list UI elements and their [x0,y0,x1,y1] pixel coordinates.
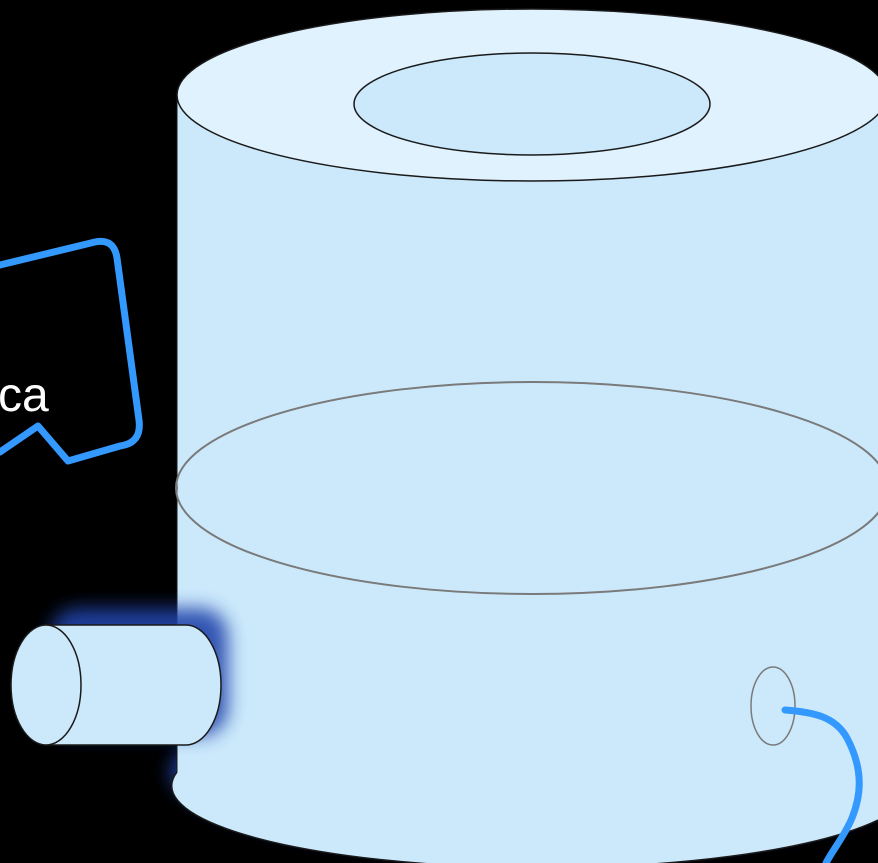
tank-icon[interactable] [170,8,878,863]
callout-bubble: ca [0,237,143,465]
tank-body [171,95,878,863]
inlet-pipe-icon[interactable] [10,608,228,746]
tank-bottom-edge [170,771,878,863]
inlet-pipe-body [45,624,222,746]
hose-icon [781,706,863,863]
callout-text: ca [0,369,49,422]
speech-bubble-icon [0,237,143,465]
inlet-pipe-end [10,624,82,746]
water-level-line [175,381,878,595]
tank-top-opening [353,52,711,156]
drain-port-icon[interactable] [750,666,796,746]
